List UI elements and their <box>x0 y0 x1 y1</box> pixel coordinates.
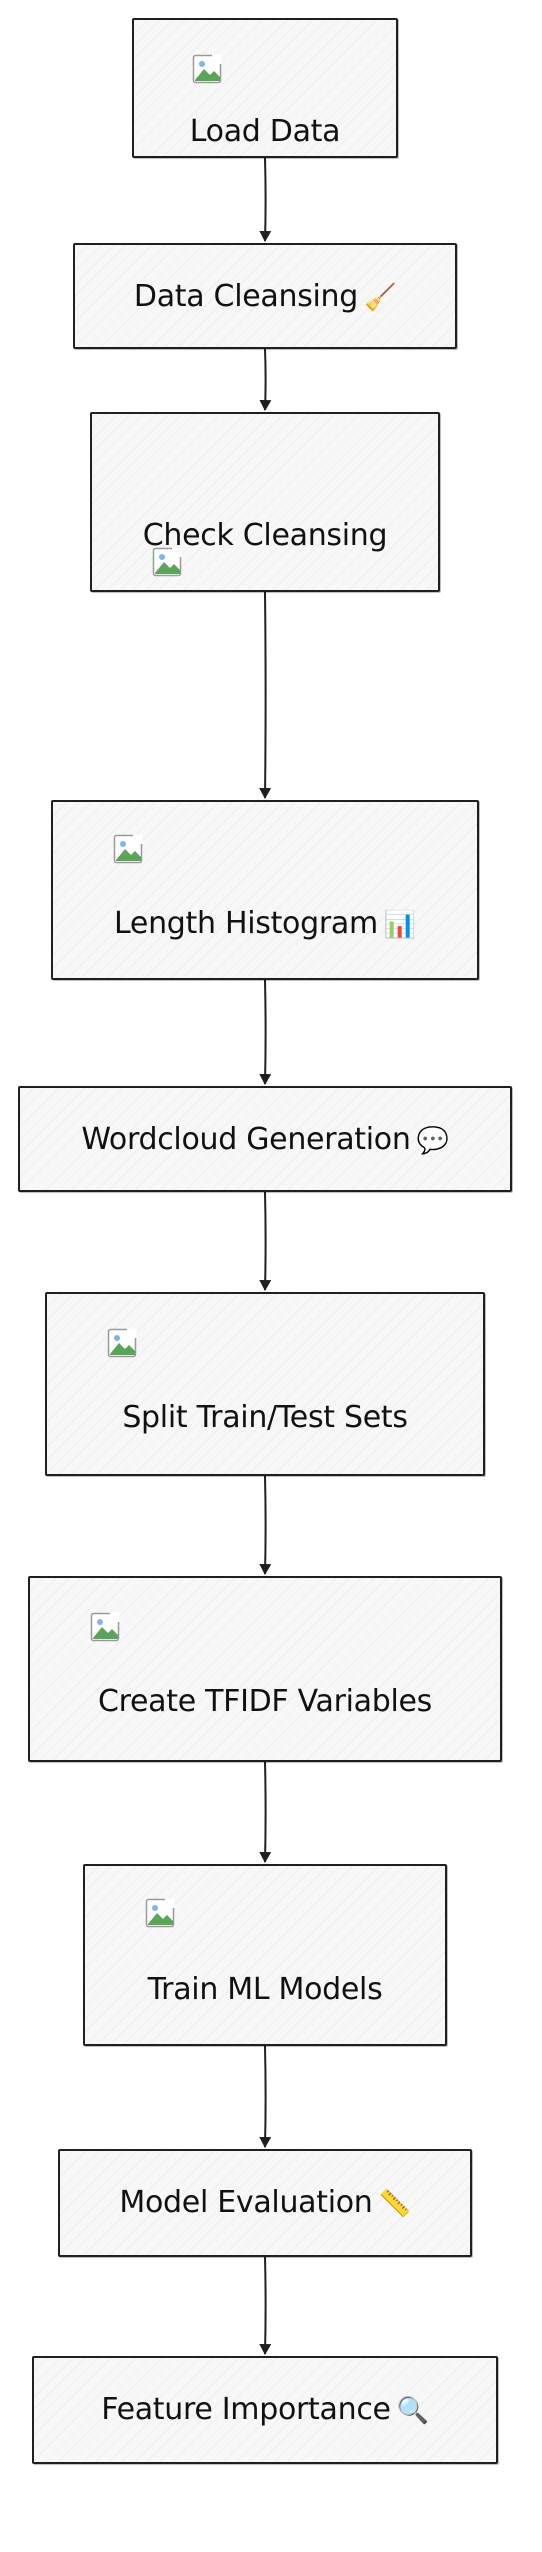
node-label-text: Check Cleansing <box>142 518 388 553</box>
node-split-train-test: Split Train/Test Sets <box>45 1292 485 1476</box>
node-emoji-icon: 💬 <box>416 1126 449 1156</box>
node-label-text: Model Evaluation <box>119 2185 373 2220</box>
node-label-text: Create TFIDF Variables <box>97 1684 433 1719</box>
edge-length-histogram-to-wordcloud-generation <box>259 979 272 1085</box>
node-label-text: Feature Importance <box>101 2392 391 2427</box>
node-label: Split Train/Test Sets <box>47 1400 483 1435</box>
node-label-text: Wordcloud Generation <box>81 1122 411 1157</box>
node-emoji-icon: 🔍 <box>396 2396 429 2426</box>
node-label: Model Evaluation📏 <box>60 2185 470 2220</box>
broken-image-icon <box>113 834 143 864</box>
broken-image-icon <box>107 1328 137 1358</box>
node-length-histogram: Length Histogram📊 <box>51 800 479 980</box>
node-label-text: Load Data <box>189 114 341 149</box>
node-wordcloud-generation: Wordcloud Generation💬 <box>18 1086 512 1192</box>
edge-split-train-test-to-create-tfidf <box>259 1475 272 1575</box>
edge-check-cleansing-to-length-histogram <box>259 591 272 799</box>
broken-image-icon <box>145 1898 175 1928</box>
node-load-data: Load Data <box>132 18 398 158</box>
node-data-cleansing: Data Cleansing🧹 <box>73 243 457 349</box>
node-train-ml-models: Train ML Models <box>83 1864 447 2046</box>
node-label: Length Histogram📊 <box>53 906 477 941</box>
broken-image-icon <box>90 1612 120 1642</box>
node-emoji-icon: 📊 <box>383 910 416 940</box>
broken-image-icon <box>192 54 222 84</box>
broken-image-icon <box>152 547 182 577</box>
edge-wordcloud-generation-to-split-train-test <box>259 1191 272 1291</box>
node-label-text: Split Train/Test Sets <box>122 1400 408 1435</box>
edge-data-cleansing-to-check-cleansing <box>259 348 272 411</box>
node-feature-importance: Feature Importance🔍 <box>32 2356 498 2464</box>
edge-create-tfidf-to-train-ml-models <box>259 1761 272 1863</box>
node-label: Feature Importance🔍 <box>34 2392 496 2427</box>
edge-model-evaluation-to-feature-importance <box>259 2256 272 2355</box>
node-emoji-icon: 🧹 <box>364 283 397 313</box>
node-create-tfidf: Create TFIDF Variables <box>28 1576 502 1762</box>
node-label-text: Train ML Models <box>147 1972 383 2007</box>
node-label: Train ML Models <box>85 1972 445 2007</box>
node-emoji-icon: 📏 <box>378 2189 411 2219</box>
node-label: Check Cleansing <box>92 518 438 553</box>
edge-load-data-to-data-cleansing <box>259 157 272 242</box>
node-label: Load Data <box>134 114 396 149</box>
node-label: Wordcloud Generation💬 <box>20 1122 510 1157</box>
node-label: Create TFIDF Variables <box>30 1684 500 1719</box>
edge-train-ml-models-to-model-evaluation <box>259 2045 272 2148</box>
node-check-cleansing: Check Cleansing <box>90 412 440 592</box>
node-label-text: Data Cleansing <box>133 279 359 314</box>
node-label-text: Length Histogram <box>114 906 378 941</box>
node-label: Data Cleansing🧹 <box>75 279 455 314</box>
node-model-evaluation: Model Evaluation📏 <box>58 2149 472 2257</box>
